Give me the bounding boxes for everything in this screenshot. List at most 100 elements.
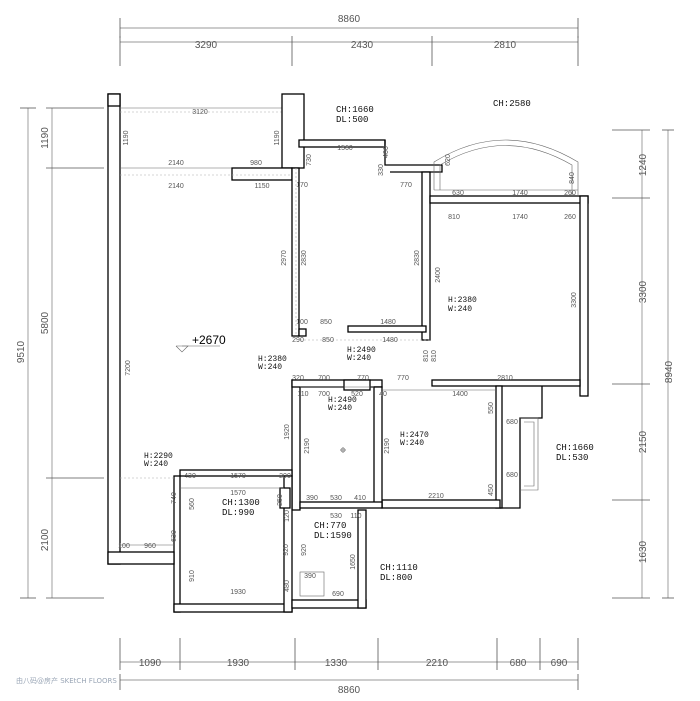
- label-ch1660-right: CH:1660: [556, 443, 594, 453]
- dim-top-total: 8860: [338, 14, 361, 25]
- inner-dimension-label: 960: [144, 543, 156, 550]
- inner-dimension-label: 330: [378, 164, 385, 176]
- inner-dimension-label: 2190: [384, 438, 391, 454]
- inner-dimension-label: 740: [171, 492, 178, 504]
- inner-dimension-label: 430: [184, 473, 196, 480]
- inner-dimension-label: 2140: [168, 183, 184, 190]
- label-w240-room: W:240: [400, 439, 424, 448]
- wall-master-right: [579, 195, 589, 397]
- inner-dimension-label: 1190: [123, 130, 130, 145]
- wall-bedroom1-topright: [384, 140, 443, 173]
- inner-dimension-label: 200: [279, 473, 291, 480]
- dim-left-0: 1190: [40, 127, 51, 149]
- label-dl800: DL:800: [380, 573, 412, 583]
- label-w240-mid: W:240: [347, 354, 371, 363]
- inner-dimensions: 3120 1190 1190 2140 980 2140 1150 1560 4…: [118, 109, 578, 598]
- inner-dimension-label: 680: [506, 419, 518, 426]
- inner-dimension-label: 1560: [337, 145, 353, 152]
- dim-right-1: 3300: [638, 280, 649, 303]
- wall-bedroom1-right: [421, 171, 431, 341]
- inner-dimension-label: 850: [322, 337, 334, 344]
- dim-right-total: 8940: [664, 360, 675, 383]
- inner-dimension-label: 2970: [281, 250, 288, 266]
- dim-bottom-0: 1090: [139, 658, 162, 669]
- label-h2380-right: H:2380: [448, 296, 477, 305]
- inner-dimension-label: 7200: [125, 360, 132, 376]
- left-dimension-lines: [20, 107, 104, 599]
- wall-bath-bottom: [299, 501, 383, 509]
- dim-bottom-4: 680: [510, 658, 527, 669]
- inner-dimension-label: 390: [304, 573, 316, 580]
- inner-dimension-label: 1480: [382, 337, 398, 344]
- inner-dimension-label: 2210: [428, 493, 444, 500]
- level-label: +2670: [192, 333, 226, 347]
- inner-dimension-label: 2810: [497, 375, 513, 382]
- label-dl530: DL:530: [556, 453, 588, 463]
- wall-mid-stub: [231, 167, 293, 181]
- inner-dimension-label: 690: [332, 591, 344, 598]
- dim-right-2: 2150: [638, 430, 649, 453]
- wall-kitchen-post: [279, 487, 291, 509]
- dim-left-1: 5800: [40, 311, 51, 334]
- wall-bedroom1-bottom-right: [347, 325, 427, 333]
- label-h2380-left: H:2380: [258, 355, 287, 364]
- inner-dimension-label: 1740: [512, 190, 528, 197]
- inner-dimension-label: 1570: [230, 490, 246, 497]
- balcony-arc: [433, 139, 579, 196]
- inner-dimension-label: 250: [277, 494, 284, 506]
- inner-dimension-label: 260: [564, 214, 576, 221]
- walls: [107, 93, 589, 613]
- inner-dimension-label: 530: [330, 513, 342, 520]
- inner-dimension-label: 390: [306, 495, 318, 502]
- label-h2490-mid: H:2490: [347, 346, 376, 355]
- label-h2290: H:2290: [144, 452, 173, 461]
- inner-dimension-label: 550: [488, 402, 495, 414]
- dim-bottom-total: 8860: [338, 685, 361, 696]
- inner-dimension-label: 530: [330, 495, 342, 502]
- inner-dimension-label: 1930: [230, 589, 246, 596]
- label-dl990: DL:990: [222, 508, 254, 518]
- inner-dimension-label: 770: [400, 182, 412, 189]
- inner-dimension-label: 730: [306, 154, 313, 166]
- inner-dimension-label: 480: [284, 580, 291, 592]
- label-dl500: DL:500: [336, 115, 368, 125]
- dim-bottom-2: 1330: [325, 658, 348, 669]
- room-labels: CH:1660 DL:500 CH:2580 H:2380 W:240 H:24…: [144, 99, 594, 583]
- right-dimension-lines: [612, 129, 674, 599]
- inner-dimension-label: 1650: [350, 554, 357, 570]
- bottom-dimension-lines: [119, 638, 579, 690]
- inner-dimension-label: 810: [431, 350, 438, 362]
- inner-dimension-label: 630: [452, 190, 464, 197]
- wall-left: [107, 93, 121, 565]
- inner-dimension-label: 290: [292, 337, 304, 344]
- wall-top-mid-post: [281, 93, 305, 169]
- inner-dimension-label: 700: [318, 375, 330, 382]
- inner-dimension-label: 770: [357, 375, 369, 382]
- inner-dimension-label: 2830: [414, 250, 421, 266]
- label-w240-left: W:240: [258, 363, 282, 372]
- wall-master-bottom: [431, 379, 581, 387]
- label-h2490-bath: H:2490: [328, 396, 357, 405]
- label-ch1300: CH:1300: [222, 498, 260, 508]
- label-ch2580: CH:2580: [493, 99, 531, 109]
- inner-dimension-label: 2830: [301, 250, 308, 266]
- inner-dimension-label: 680: [506, 472, 518, 479]
- inner-dimension-label: 770: [397, 375, 409, 382]
- inner-dimension-label: 810: [448, 214, 460, 221]
- inner-dimension-label: 1920: [284, 424, 291, 440]
- label-dl1590: DL:1590: [314, 531, 352, 541]
- wall-bedroom1-bottom: [298, 328, 307, 337]
- inner-dimension-label: 260: [564, 190, 576, 197]
- inner-dimension-label: 630: [171, 530, 178, 542]
- wall-bath-right: [373, 386, 383, 508]
- inner-dimension-label: 520: [351, 391, 363, 398]
- wall-kitchen-top: [179, 469, 293, 477]
- dim-top-1: 2430: [351, 40, 374, 51]
- dim-bottom-5: 690: [551, 658, 568, 669]
- dim-top-0: 3290: [195, 40, 218, 51]
- label-ch770: CH:770: [314, 521, 346, 531]
- inner-dimension-label: 450: [488, 484, 495, 496]
- dim-left-2: 2100: [40, 528, 51, 551]
- wall-master-top: [429, 195, 589, 204]
- inner-dimension-label: 2400: [435, 267, 442, 283]
